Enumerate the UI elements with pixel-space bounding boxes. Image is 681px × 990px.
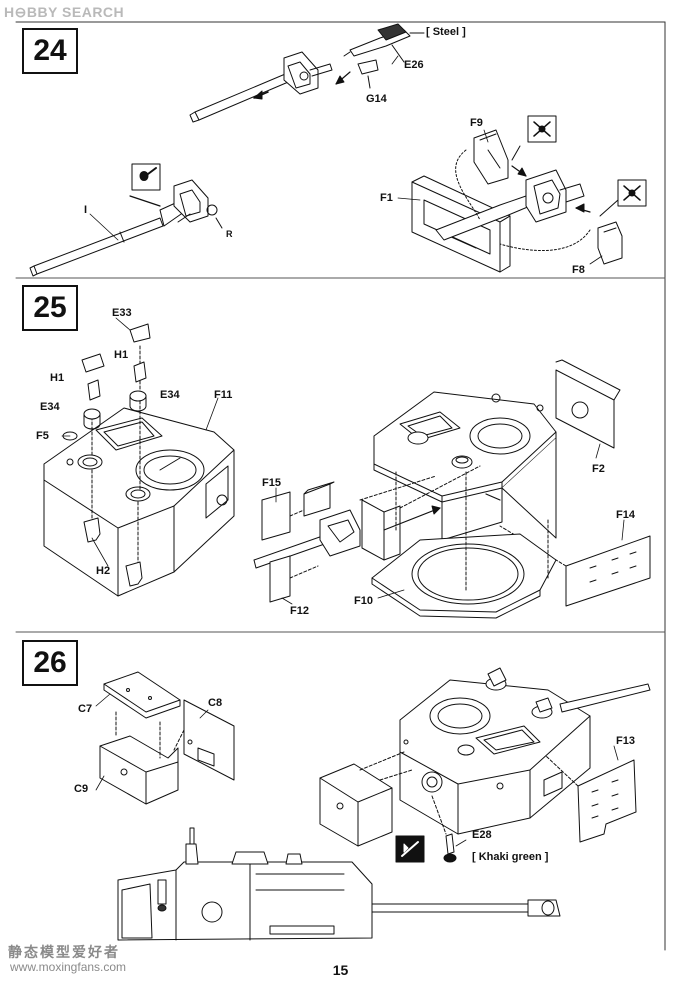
- part-label-h1-left: H1: [50, 372, 65, 384]
- part-label-f13: F13: [616, 735, 635, 747]
- part-label-e26: E26: [404, 59, 424, 71]
- paint-note: [ Khaki green ]: [472, 851, 549, 863]
- turret-top-left: [43, 323, 235, 597]
- paint-icon: [395, 835, 425, 863]
- step-26-box: 26: [22, 640, 78, 686]
- cut-icon-1: [511, 115, 557, 161]
- gun-barrel-lower: [29, 179, 223, 277]
- glue-icon: [131, 163, 161, 191]
- step-24-box: 24: [22, 28, 78, 74]
- part-label-e34-right: E34: [160, 389, 180, 401]
- part-label-c7: C7: [78, 703, 93, 715]
- part-label-f2: F2: [592, 463, 605, 475]
- part-label-f9: F9: [470, 117, 483, 129]
- part-label-r: R: [226, 229, 233, 239]
- steel-note: [ Steel ]: [426, 26, 466, 38]
- part-label-f14: F14: [616, 509, 635, 521]
- part-label-c9: C9: [74, 783, 89, 795]
- part-label-e28: E28: [472, 829, 492, 841]
- hobby-search-watermark: H⊖BBY SEARCH: [4, 4, 125, 20]
- step-25-box: 25: [22, 285, 78, 331]
- part-label-f15: F15: [262, 477, 281, 489]
- turret-completed: [319, 667, 651, 863]
- part-label-c8: C8: [208, 697, 223, 709]
- mantlet-assembly: [411, 129, 623, 273]
- part-label-f11: F11: [214, 389, 233, 401]
- leader-lines: [61, 55, 625, 847]
- part-label-h1-right: H1: [114, 349, 129, 361]
- part-label-f1: F1: [380, 192, 393, 204]
- moxingfans-watermark-url: www.moxingfans.com: [10, 960, 127, 974]
- page-number: 15: [332, 962, 349, 978]
- part-label-e33: E33: [112, 307, 132, 319]
- part-label-i: I: [84, 204, 88, 216]
- breech-part-e26: [335, 23, 425, 89]
- turret-side-view: [117, 827, 561, 941]
- part-label-f12: F12: [290, 605, 309, 617]
- moxingfans-watermark-cn: 静态模型爱好者: [8, 945, 120, 961]
- part-label-f8: F8: [572, 264, 585, 276]
- gun-barrel-upper: [189, 51, 333, 123]
- part-label-f10: F10: [354, 595, 373, 607]
- part-label-g14: G14: [366, 93, 387, 105]
- part-label-h2: H2: [96, 565, 111, 577]
- part-label-e34-left: E34: [40, 401, 60, 413]
- turret-exploded: [253, 359, 651, 619]
- stowage-bin: [99, 671, 235, 805]
- part-label-f5: F5: [36, 430, 49, 442]
- cut-icon-2: [599, 179, 647, 217]
